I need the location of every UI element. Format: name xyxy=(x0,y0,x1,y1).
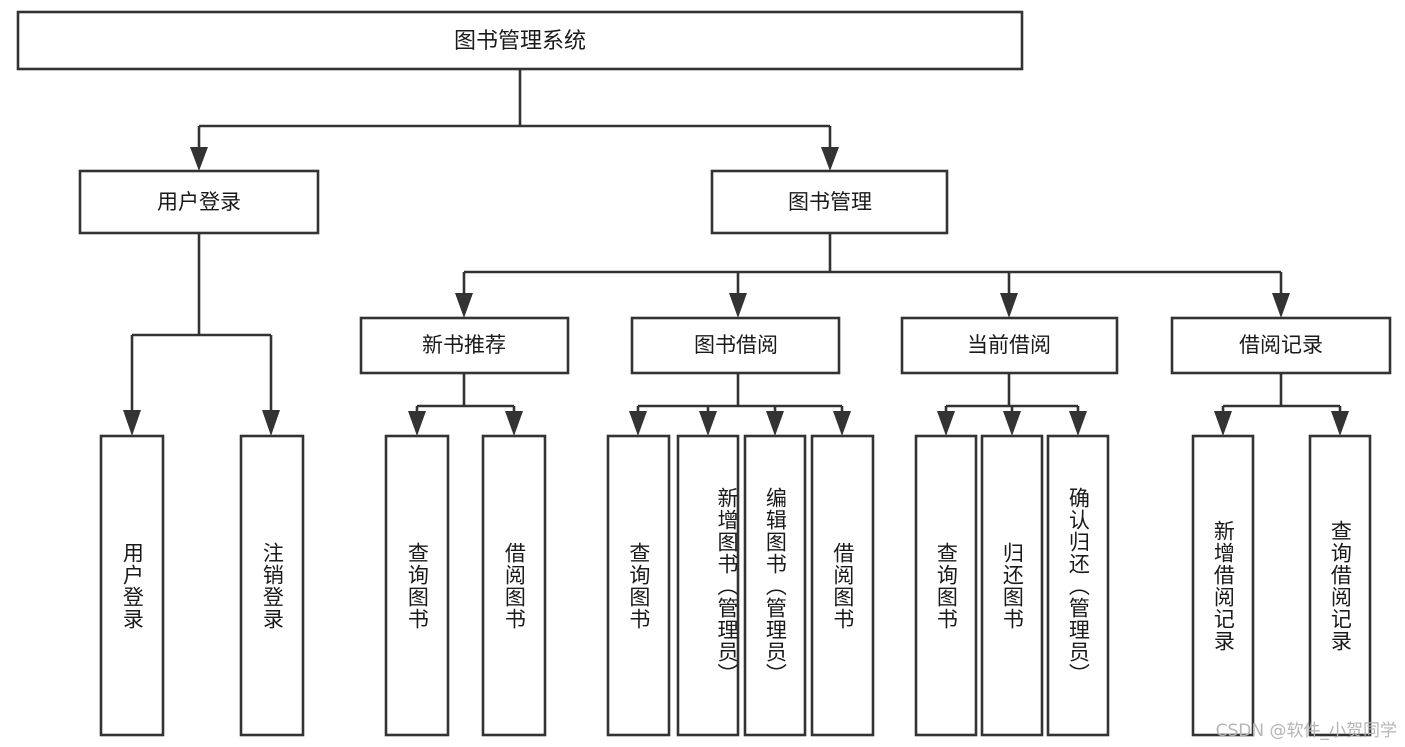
arrow-to-current-borrow xyxy=(1000,293,1018,318)
arrow-to-leaf-user-login xyxy=(123,410,141,436)
node-root-box[interactable] xyxy=(16,10,1024,71)
arrow-to-user-login xyxy=(190,147,208,171)
node-root[interactable]: 图书管理系统 xyxy=(16,10,1024,71)
node-leaf-user-login-box[interactable] xyxy=(99,434,165,737)
node-book-borrow-label: 图书借阅 xyxy=(694,333,778,357)
node-borrow-record-box[interactable] xyxy=(1170,316,1392,375)
arrow-to-leaf-borrow-book-2 xyxy=(833,411,851,436)
csdn-watermark: CSDN @软件_小贺同学 xyxy=(1215,721,1397,741)
node-leaf-add-record-box[interactable] xyxy=(1191,434,1255,737)
node-root-label: 图书管理系统 xyxy=(454,29,586,54)
node-leaf-query-book-2-box[interactable] xyxy=(606,434,671,737)
arrow-to-leaf-query-book-3 xyxy=(937,411,955,436)
arrow-to-leaf-borrow-book-1 xyxy=(505,411,523,436)
node-leaf-return-book-box[interactable] xyxy=(980,434,1044,737)
node-leaf-add-book-box[interactable] xyxy=(676,434,740,737)
node-current-borrow-label: 当前借阅 xyxy=(967,333,1051,357)
node-user-login-box[interactable] xyxy=(78,169,320,235)
node-leaf-confirm-return-box[interactable] xyxy=(1046,434,1110,737)
node-leaf-borrow-book-2-box[interactable] xyxy=(810,434,875,737)
node-book-borrow-box[interactable] xyxy=(630,316,841,375)
node-borrow-record-label: 借阅记录 xyxy=(1239,333,1323,357)
arrow-to-leaf-user-logout xyxy=(262,410,280,436)
arrow-to-leaf-add-book xyxy=(699,411,717,436)
node-leaf-query-record-box[interactable] xyxy=(1308,434,1372,737)
arrow-to-book-manage xyxy=(821,147,839,171)
connectors-layer xyxy=(123,69,1349,436)
nodes-layer: 图书管理系统 用户登录 图书管理 新书推荐 图书借阅 xyxy=(16,10,1392,737)
node-user-login[interactable]: 用户登录 xyxy=(78,169,320,235)
arrow-to-borrow-record xyxy=(1272,293,1290,318)
node-new-book-recommend[interactable]: 新书推荐 xyxy=(359,316,570,375)
node-book-manage-label: 图书管理 xyxy=(788,190,872,214)
node-book-manage[interactable]: 图书管理 xyxy=(710,169,949,235)
arrow-to-leaf-query-record xyxy=(1331,411,1349,436)
node-new-book-recommend-box[interactable] xyxy=(359,316,570,375)
arrow-to-leaf-return-book xyxy=(1003,411,1021,436)
node-book-borrow[interactable]: 图书借阅 xyxy=(630,316,841,375)
arrow-to-leaf-confirm-return xyxy=(1069,411,1087,436)
arrow-to-leaf-add-record xyxy=(1214,411,1232,436)
node-leaf-borrow-book-1-box[interactable] xyxy=(481,434,547,737)
node-current-borrow-box[interactable] xyxy=(900,316,1119,375)
node-leaf-user-logout-box[interactable] xyxy=(239,434,305,737)
node-current-borrow[interactable]: 当前借阅 xyxy=(900,316,1119,375)
node-leaf-query-book-1-box[interactable] xyxy=(384,434,450,737)
arrow-to-new-book-recommend xyxy=(455,293,473,318)
arrow-to-leaf-edit-book xyxy=(766,411,784,436)
node-book-manage-box[interactable] xyxy=(710,169,949,235)
node-borrow-record[interactable]: 借阅记录 xyxy=(1170,316,1392,375)
node-leaf-edit-book-box[interactable] xyxy=(743,434,807,737)
node-leaf-query-book-3-box[interactable] xyxy=(914,434,978,737)
node-new-book-recommend-label: 新书推荐 xyxy=(422,333,506,357)
arrow-to-leaf-query-book-2 xyxy=(629,411,647,436)
arrow-to-book-borrow xyxy=(729,293,747,318)
node-user-login-label: 用户登录 xyxy=(157,190,241,214)
arrow-to-leaf-query-book-1 xyxy=(408,411,426,436)
